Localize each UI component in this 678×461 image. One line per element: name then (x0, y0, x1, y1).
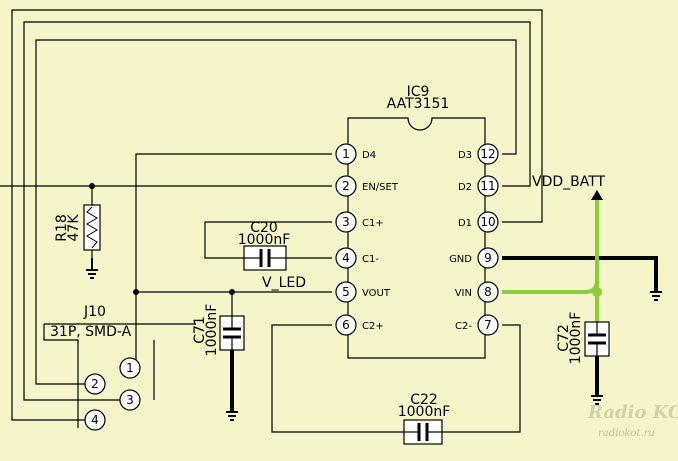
connector-pin-2: 2 (84, 373, 106, 395)
svg-text:D4: D4 (362, 150, 376, 161)
wire-d1-pin4 (11, 9, 543, 421)
ic-pin-9: 9 GND (449, 247, 499, 269)
junctions (89, 183, 235, 295)
c22-ref: C22 (410, 392, 438, 408)
ic-pins-right: 12 D3 11 D2 10 D1 9 GND 8 VIN 7 C2- (449, 143, 499, 336)
thick-wires (230, 256, 658, 412)
ic-pin-5: 5 VOUT (335, 281, 391, 303)
connector-type: 31P, SMD-A (50, 324, 132, 340)
svg-text:1: 1 (342, 147, 350, 161)
resistor-ref: R18 (54, 214, 70, 242)
capacitor-c71: C71 1000nF (192, 304, 245, 421)
junction-en-set (89, 183, 95, 189)
svg-text:EN/SET: EN/SET (362, 182, 399, 193)
svg-text:VOUT: VOUT (362, 288, 391, 299)
svg-text:3: 3 (126, 393, 134, 407)
connector-pin-1: 1 (119, 357, 141, 379)
ic-pin-4: 4 C1- (335, 247, 379, 269)
c20-ref: C20 (250, 220, 278, 236)
wire-d2-pin3 (23, 21, 531, 401)
svg-text:D3: D3 (458, 150, 472, 161)
svg-text:C2+: C2+ (362, 321, 384, 332)
svg-text:9: 9 (484, 251, 492, 265)
watermark-url: radiokot.ru (598, 428, 655, 439)
connector-pin-3: 3 (119, 389, 141, 411)
svg-text:C1+: C1+ (362, 218, 384, 229)
c22-value: 1000nF (398, 404, 451, 420)
svg-text:D2: D2 (458, 182, 472, 193)
ic9-body: IC9 AAT3151 (347, 84, 486, 359)
svg-text:C2-: C2- (455, 321, 472, 332)
junction-vout (133, 289, 139, 295)
ic-pin-10: 10 D1 (458, 211, 499, 233)
ic-pins-left: 1 D4 2 EN/SET 3 C1+ 4 C1- 5 VOUT 6 C2+ (335, 143, 399, 336)
ic-pin-7: 7 C2- (455, 314, 499, 336)
wires (0, 185, 521, 433)
svg-text:C1-: C1- (362, 254, 379, 265)
svg-text:5: 5 (342, 285, 350, 299)
resistor-r18: R18 47K (54, 204, 101, 279)
svg-text:4: 4 (342, 251, 350, 265)
svg-text:GND: GND (449, 254, 472, 265)
svg-text:4: 4 (91, 413, 99, 427)
svg-text:2: 2 (91, 377, 99, 391)
ic-ref: IC9 (407, 84, 430, 100)
ground-icon (86, 258, 98, 279)
connector-ref: J10 (83, 304, 106, 320)
junction-vin (592, 287, 602, 297)
ic-part: AAT3151 (387, 96, 450, 112)
svg-text:10: 10 (480, 215, 495, 229)
svg-text:12: 12 (480, 147, 495, 161)
junction-c71 (229, 289, 235, 295)
ic-pin-1: 1 D4 (335, 143, 376, 165)
capacitor-c72: C72 1000nF (556, 312, 610, 405)
svg-text:2: 2 (342, 179, 350, 193)
wire-c20-loop (204, 221, 332, 259)
connector-j10: J10 31P, SMD-A 1 2 3 4 (43, 304, 196, 431)
connector-pin-4: 4 (84, 409, 106, 431)
ic-pin-8: 8 VIN (455, 281, 499, 303)
ic-pin-6: 6 C2+ (335, 314, 384, 336)
wire-c22-right (442, 324, 521, 433)
svg-text:3: 3 (342, 215, 350, 229)
svg-text:7: 7 (484, 318, 492, 332)
ground-icon (591, 395, 603, 405)
c20-value: 1000nF (238, 232, 291, 248)
capacitor-c20: C20 1000nF (238, 220, 291, 271)
watermark-logo: Radio KOT (587, 402, 678, 423)
resistor-zigzag-icon (86, 206, 98, 249)
c71-value: 1000nF (204, 304, 220, 357)
resistor-value: 47K (66, 214, 82, 242)
ground-icon (650, 291, 662, 301)
ic-pin-12: 12 D3 (458, 143, 499, 165)
svg-text:VIN: VIN (455, 288, 472, 299)
svg-text:11: 11 (480, 179, 495, 193)
connector-frame (43, 324, 79, 428)
net-label-vled: V_LED (262, 275, 306, 291)
watermark: Radio KOT radiokot.ru (587, 402, 678, 439)
net-label-vdd-batt: VDD_BATT (532, 174, 606, 190)
svg-text:1: 1 (126, 361, 134, 375)
svg-text:D1: D1 (458, 218, 472, 229)
ground-icon (226, 411, 238, 421)
svg-text:6: 6 (342, 318, 350, 332)
wire-gnd (502, 256, 658, 292)
wire-d3-pin2 (35, 39, 517, 385)
c72-value: 1000nF (568, 312, 584, 365)
ic-pin-3: 3 C1+ (335, 211, 384, 233)
vdd-arrow-icon (591, 190, 603, 200)
c71-ref: C71 (192, 316, 208, 344)
ic-outline (347, 117, 486, 359)
ic-pin-2: 2 EN/SET (335, 175, 399, 197)
ic-pin-11: 11 D2 (458, 175, 499, 197)
wire-c22-left (271, 324, 404, 433)
c72-ref: C72 (556, 324, 572, 352)
capacitor-c22: C22 1000nF (398, 392, 451, 445)
svg-text:8: 8 (484, 285, 492, 299)
